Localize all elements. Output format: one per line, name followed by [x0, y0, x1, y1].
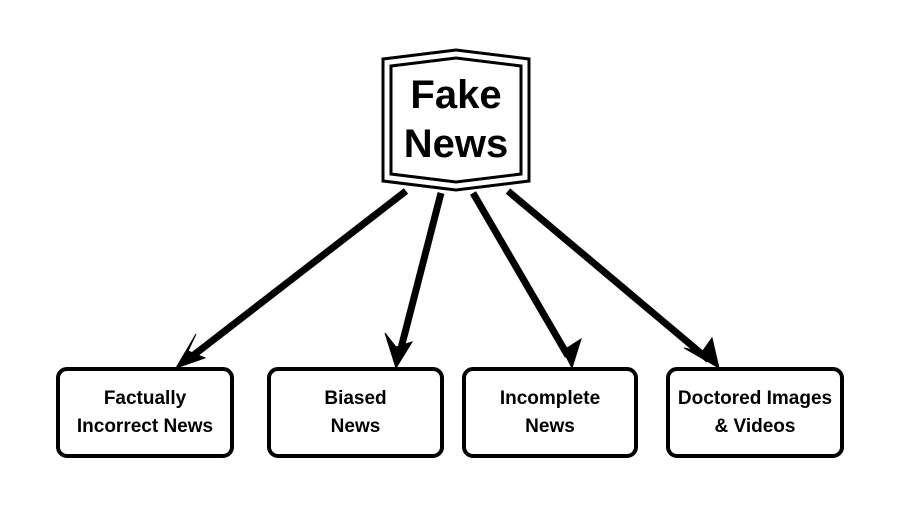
node-biased-news[interactable] [267, 367, 444, 458]
node-incomplete-news[interactable] [462, 367, 638, 458]
arrow-to-incomplete-news [469, 191, 582, 370]
node-doctored-images-videos[interactable] [666, 367, 844, 458]
arrow-to-factually-incorrect-news [174, 188, 409, 369]
arrow-to-doctored-images-videos [505, 188, 720, 370]
fake-news-inner-border [389, 56, 523, 184]
node-factually-incorrect-news[interactable] [56, 367, 234, 458]
node-fake-news[interactable] [381, 48, 531, 192]
arrow-to-biased-news [384, 192, 445, 370]
leaf-node-group [56, 367, 844, 458]
connector-group [174, 188, 720, 370]
